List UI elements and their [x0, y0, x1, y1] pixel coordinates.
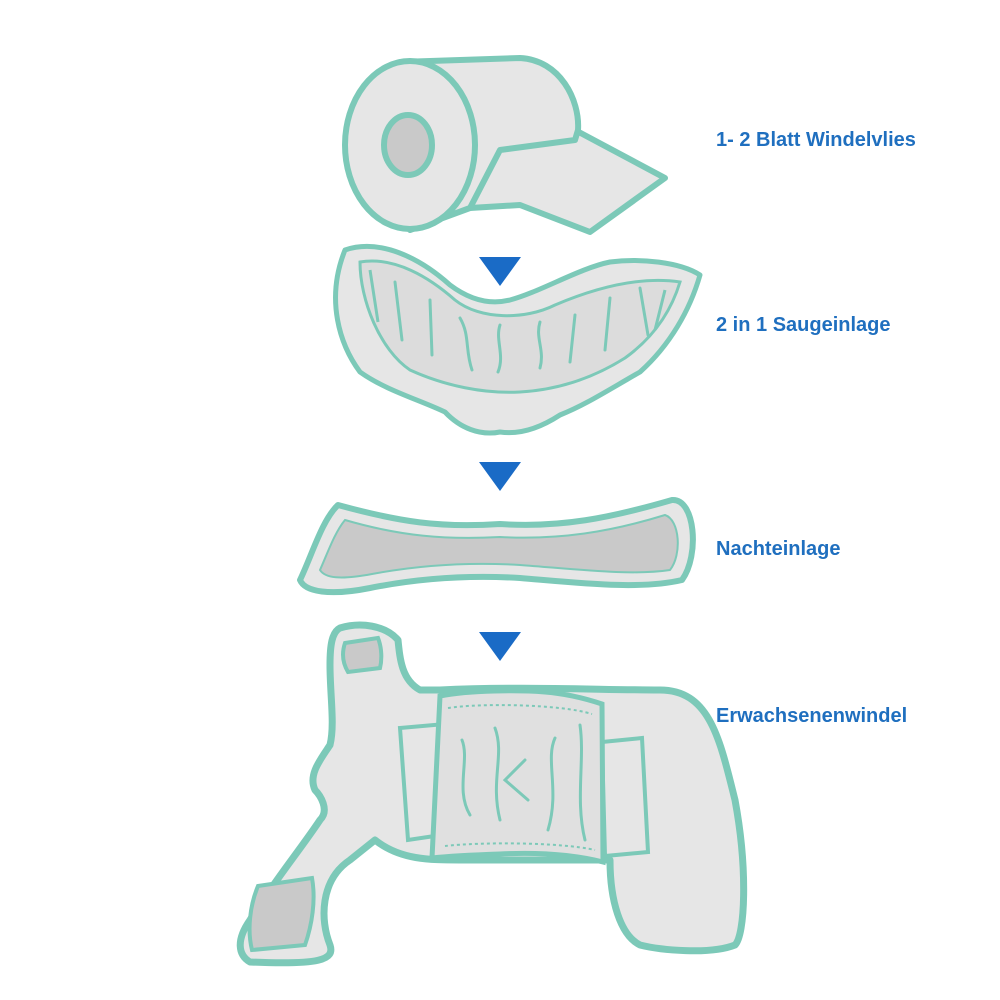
arrow-down-icon — [479, 257, 521, 286]
step-label-saugeinlage: 2 in 1 Saugeinlage — [716, 314, 891, 336]
night-insert-icon — [297, 497, 696, 596]
paper-roll-icon — [342, 55, 668, 235]
step-label-nachteinlage: Nachteinlage — [716, 538, 841, 560]
arrow-down-icon — [479, 632, 521, 661]
absorbent-insert-icon — [333, 244, 703, 436]
arrow-down-icon — [479, 462, 521, 491]
adult-diaper-icon — [236, 621, 748, 967]
step-label-erwachsenenwindel: Erwachsenenwindel — [716, 705, 908, 727]
step-label-windelvlies: 1- 2 Blatt Windelvlies — [716, 129, 916, 151]
